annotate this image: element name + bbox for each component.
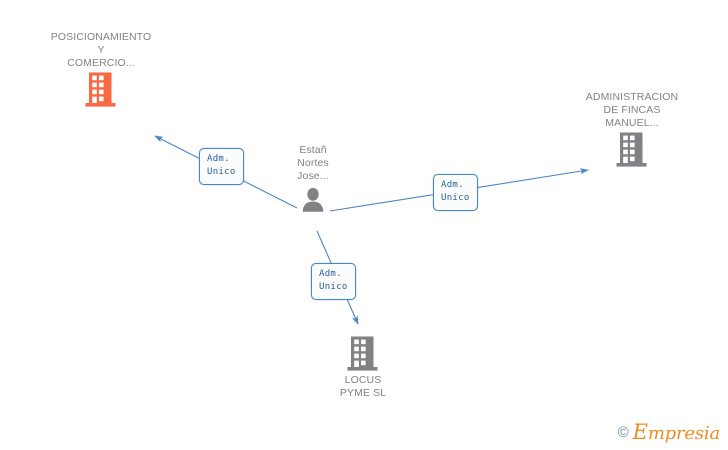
edge-label-to-locus-pyme[interactable]: Adm. Unico	[311, 263, 356, 300]
node-company-posicionamiento[interactable]: POSICIONAMIENTO Y COMERCIO...	[26, 31, 176, 108]
copyright-icon: ©	[617, 424, 629, 441]
building-icon	[85, 72, 116, 107]
node-company-locus-pyme[interactable]: LOCUS PYME SL	[288, 334, 438, 400]
building-icon	[616, 132, 647, 167]
edge-label-to-posicionamiento[interactable]: Adm. Unico	[199, 148, 244, 185]
brand-rest: mpresia	[647, 423, 720, 444]
person-icon	[302, 187, 324, 212]
node-label-administracion-fincas: ADMINISTRACION DE FINCAS MANUEL...	[585, 91, 679, 129]
node-company-administracion-fincas[interactable]: ADMINISTRACION DE FINCAS MANUEL...	[557, 91, 707, 168]
watermark-empresia: © Empresia	[617, 420, 721, 444]
brand-wordmark: Empresia	[632, 420, 721, 444]
edge-label-to-administracion-fincas[interactable]: Adm. Unico	[433, 174, 478, 211]
node-label-posicionamiento: POSICIONAMIENTO Y COMERCIO...	[50, 31, 152, 69]
brand-initial: E	[632, 420, 648, 444]
node-label-estan-nortes: Estañ Nortes Jose...	[297, 144, 329, 182]
node-person-estan-nortes[interactable]: Estañ Nortes Jose...	[238, 144, 388, 217]
building-icon	[347, 336, 378, 371]
node-label-locus-pyme: LOCUS PYME SL	[339, 374, 387, 399]
